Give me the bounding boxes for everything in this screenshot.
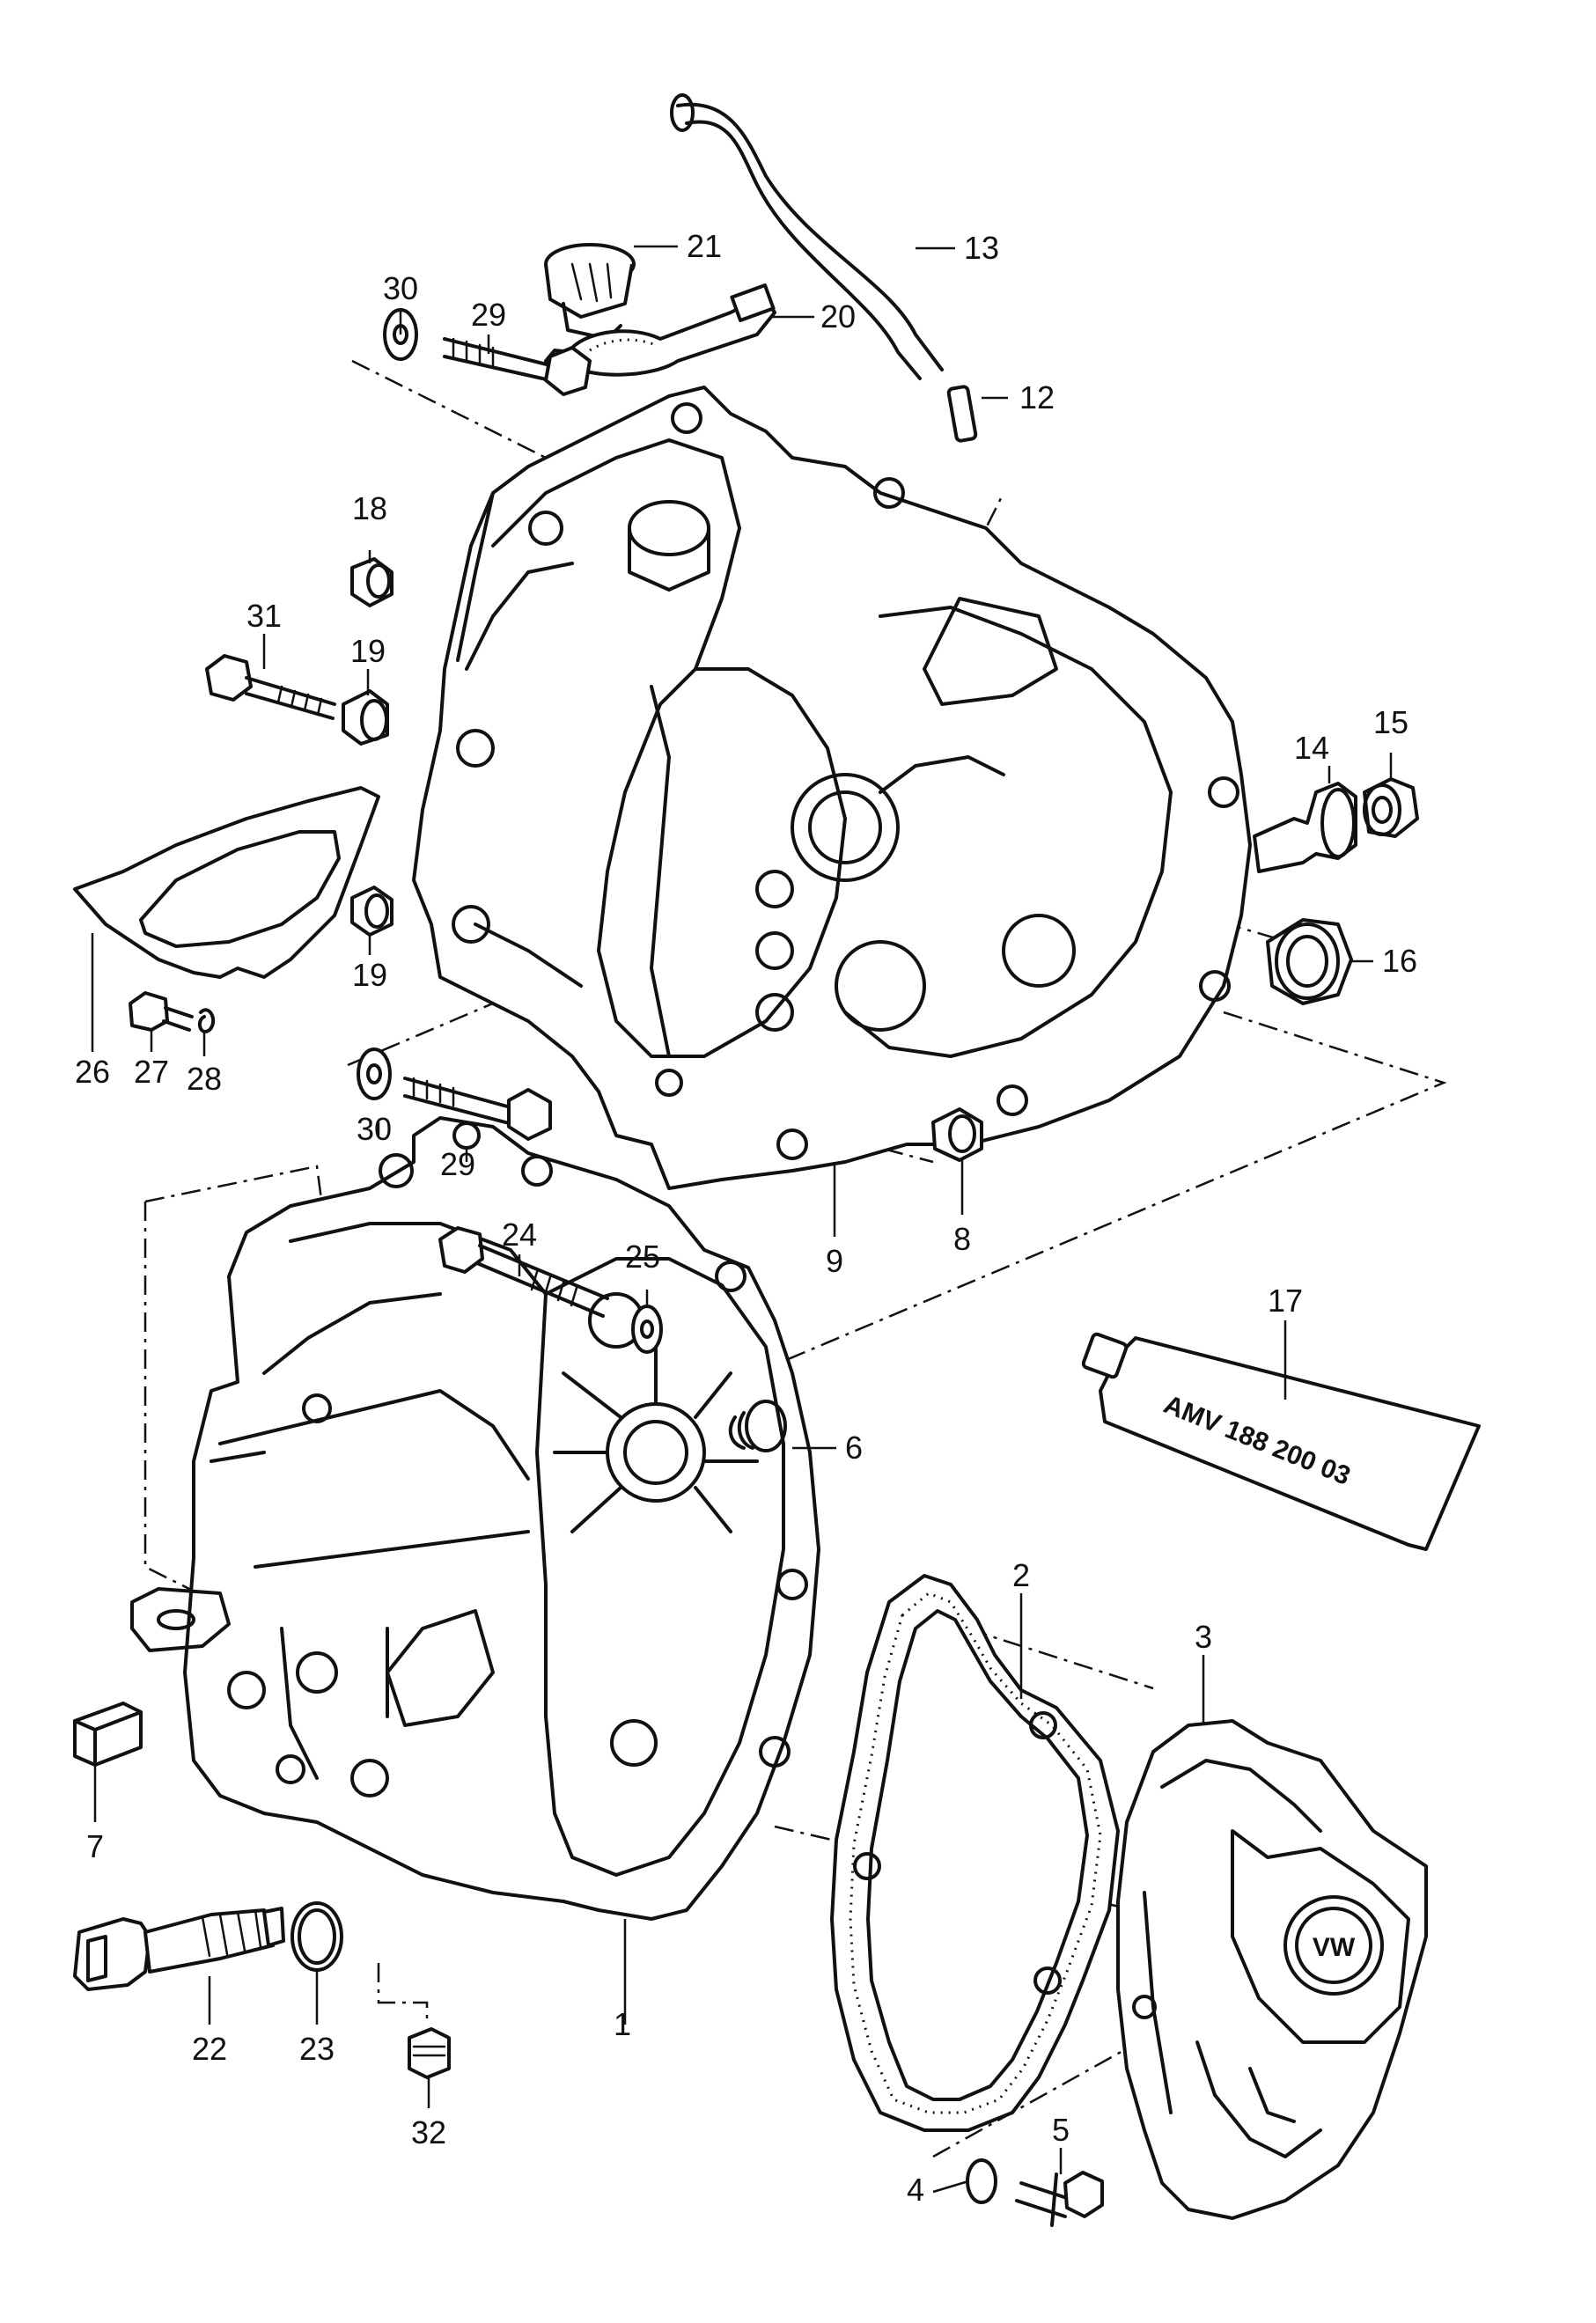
flange-14 bbox=[1253, 782, 1357, 873]
callout-19-lower: 19 bbox=[352, 957, 387, 993]
shield-26 bbox=[73, 786, 380, 979]
hose-union bbox=[946, 385, 978, 443]
block-7 bbox=[73, 1702, 143, 1767]
callout-16: 16 bbox=[1382, 943, 1417, 979]
callout-12: 12 bbox=[1019, 379, 1055, 415]
seal-15 bbox=[1363, 777, 1419, 838]
bushing-19-lower bbox=[350, 886, 393, 937]
callout-1: 1 bbox=[614, 2006, 631, 2042]
callout-25: 25 bbox=[625, 1239, 660, 1275]
callout-14: 14 bbox=[1294, 730, 1329, 766]
vw-logo: VW bbox=[1313, 1933, 1356, 1962]
callout-labels: 1 2 3 4 5 6 7 8 9 12 13 14 15 16 17 18 1… bbox=[75, 228, 1417, 2208]
callout-21: 21 bbox=[687, 228, 722, 264]
callout-19-upper: 19 bbox=[350, 633, 386, 669]
bolt-31 bbox=[205, 654, 336, 720]
washer-25 bbox=[631, 1305, 663, 1354]
callout-30-lower: 30 bbox=[357, 1111, 392, 1147]
seal-16 bbox=[1266, 918, 1353, 1005]
washer-30-lower bbox=[357, 1048, 392, 1100]
housing-cover: VW bbox=[1116, 1719, 1428, 2220]
dipstick bbox=[570, 283, 776, 377]
callout-13: 13 bbox=[964, 230, 999, 266]
bushing-19-upper bbox=[342, 689, 389, 746]
bolt-29-upper bbox=[443, 337, 592, 396]
seal-23 bbox=[291, 1901, 343, 1972]
bushing-8 bbox=[931, 1107, 983, 1162]
filler-plug bbox=[544, 243, 636, 341]
sensor-22 bbox=[73, 1907, 285, 1991]
leader-lines bbox=[91, 245, 1393, 2194]
clip-28 bbox=[197, 1008, 216, 1033]
sealant-tube: AMV 188 200 03 bbox=[1081, 1332, 1481, 1551]
callout-3: 3 bbox=[1195, 1619, 1212, 1655]
bolt-24 bbox=[438, 1226, 609, 1318]
plug-32 bbox=[408, 2027, 451, 2079]
gasket bbox=[830, 1574, 1120, 2132]
callout-5: 5 bbox=[1052, 2112, 1070, 2148]
bolt-5 bbox=[1015, 2171, 1104, 2227]
callout-18: 18 bbox=[352, 490, 387, 526]
callout-15: 15 bbox=[1373, 704, 1408, 740]
bolt-27 bbox=[129, 991, 194, 1032]
spring-6 bbox=[728, 1400, 787, 1452]
callout-6: 6 bbox=[845, 1430, 863, 1466]
callout-24: 24 bbox=[502, 1217, 537, 1253]
callout-29-upper: 29 bbox=[471, 297, 506, 333]
callout-22: 22 bbox=[192, 2031, 227, 2067]
callout-28: 28 bbox=[187, 1061, 222, 1097]
callout-17: 17 bbox=[1268, 1283, 1303, 1319]
callout-31: 31 bbox=[246, 598, 282, 634]
callout-7: 7 bbox=[86, 1828, 104, 1864]
callout-32: 32 bbox=[411, 2114, 446, 2150]
bolt-29-lower bbox=[403, 1077, 552, 1141]
callout-29-lower: 29 bbox=[440, 1146, 475, 1182]
callout-9: 9 bbox=[826, 1243, 843, 1279]
washer-4 bbox=[966, 2158, 997, 2204]
callout-8: 8 bbox=[953, 1221, 971, 1257]
breather-hose bbox=[670, 93, 978, 443]
bushing-18 bbox=[350, 557, 393, 607]
callout-30-upper: 30 bbox=[383, 270, 418, 306]
callout-27: 27 bbox=[134, 1054, 169, 1090]
callout-20: 20 bbox=[820, 298, 856, 334]
upper-gearbox-housing bbox=[412, 386, 1252, 1190]
callout-23: 23 bbox=[299, 2031, 335, 2067]
callout-2: 2 bbox=[1012, 1557, 1030, 1593]
callout-26: 26 bbox=[75, 1054, 110, 1090]
callout-4: 4 bbox=[907, 2172, 924, 2208]
